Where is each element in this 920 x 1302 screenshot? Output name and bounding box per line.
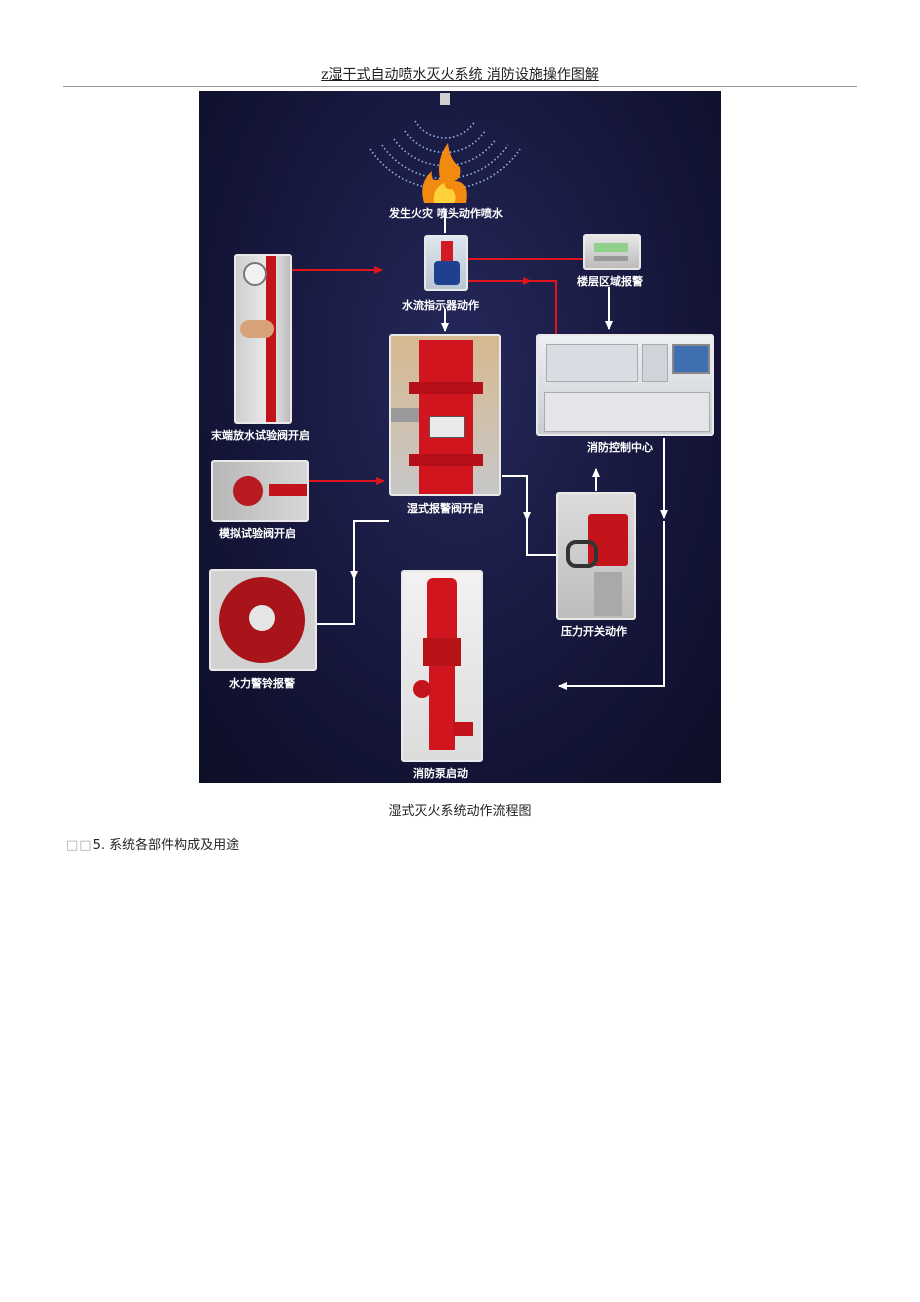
label-water-bell: 水力警铃报警 (229, 677, 295, 690)
pressure-switch-photo (556, 492, 636, 620)
label-fire-pump: 消防泵启动 (413, 767, 468, 780)
page-header-title: z湿干式自动喷水灭火系统 消防设施操作图解 (321, 67, 599, 83)
label-alarm-valve: 湿式报警阀开启 (407, 502, 484, 515)
label-pressure-switch: 压力开关动作 (561, 625, 627, 638)
wet-alarm-valve-photo (389, 334, 501, 496)
section-heading: □□5. 系统各部件构成及用途 (66, 834, 239, 853)
water-flow-indicator-photo (424, 235, 468, 291)
arrow-alarm-valve-down (502, 475, 531, 521)
line-to-control-center (531, 280, 557, 334)
water-alarm-bell-photo (209, 569, 317, 671)
figure-caption: 湿式灭火系统动作流程图 (388, 804, 532, 819)
control-center-photo (536, 334, 714, 436)
label-end-valve: 末端放水试验阀开启 (211, 429, 310, 442)
flow-diagram-figure: 发生火灾 喷头动作喷水 水流指示器动作 楼层区域报警 末端放水试验阀开启 消防控… (199, 91, 721, 783)
label-flow-indicator: 水流指示器动作 (402, 299, 479, 312)
label-floor-alarm: 楼层区域报警 (577, 275, 643, 288)
label-fire-sprinkler: 发生火灾 喷头动作喷水 (389, 207, 503, 220)
header-rule (63, 86, 857, 87)
floor-alarm-panel-photo (583, 234, 641, 270)
line-to-pressure-switch (526, 520, 556, 556)
flow-connectors (291, 211, 668, 690)
section-heading-text: 5. 系统各部件构成及用途 (92, 838, 240, 853)
fire-pump-photo (401, 570, 483, 762)
label-control-center: 消防控制中心 (587, 441, 653, 454)
end-test-valve-photo (234, 254, 292, 424)
placeholder-glyphs: □□ (66, 838, 93, 853)
label-sim-valve: 模拟试验阀开启 (219, 527, 296, 540)
arrow-to-fire-pump (558, 521, 665, 690)
sim-test-valve-photo (211, 460, 309, 522)
sprinkler-spray-icon (369, 93, 521, 203)
